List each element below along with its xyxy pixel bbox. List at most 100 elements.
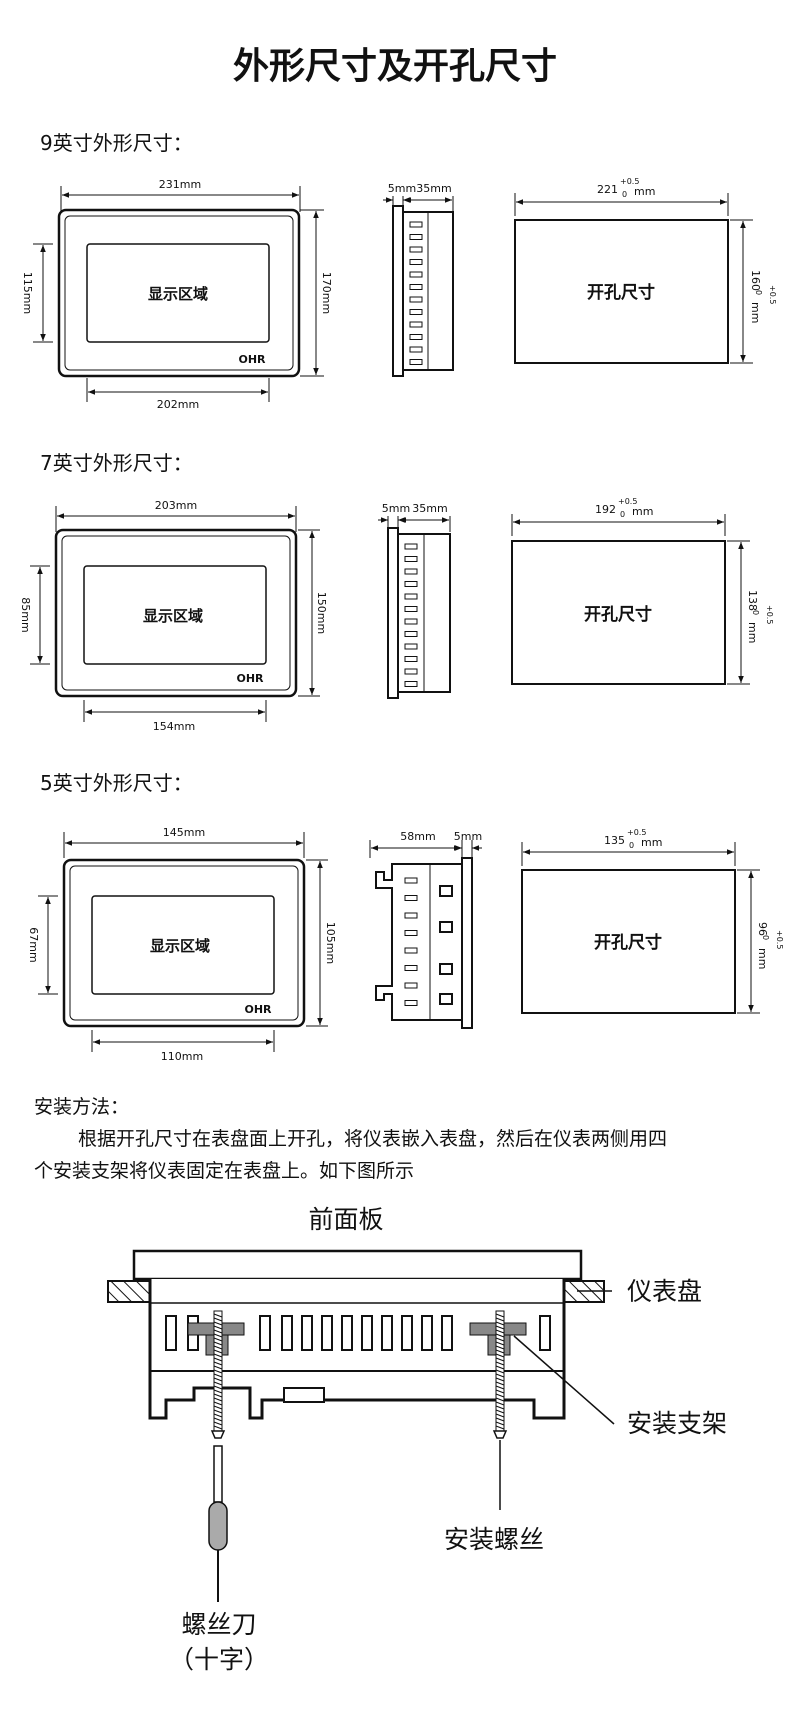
front-view: 203mm 显示区域 OHR 85mm 150mm 154mm bbox=[19, 499, 328, 733]
bracket-label: 安装支架 bbox=[627, 1409, 727, 1438]
vent-slot bbox=[404, 877, 418, 884]
vent-slot bbox=[409, 221, 423, 228]
section-heading: 9英寸外形尺寸： bbox=[40, 131, 193, 155]
ohr-logo: OHR bbox=[236, 672, 264, 685]
front-panel-label: 前面板 bbox=[308, 1205, 383, 1234]
screwdriver-label: 螺丝刀 bbox=[181, 1610, 256, 1639]
bezel-inner-edge bbox=[69, 865, 299, 1021]
outer-width-label: 145mm bbox=[163, 826, 205, 839]
section-5-inch: 5英寸外形尺寸： 145mm 显示区域 OHR 67mm 105mm 110mm bbox=[27, 771, 784, 1063]
screwdriver-type-label: （十字） bbox=[169, 1645, 269, 1674]
cutout-height-value: 96 bbox=[756, 922, 769, 936]
vent-slot bbox=[404, 568, 418, 575]
cutout-height-unit: mm bbox=[746, 622, 759, 643]
vent-slot bbox=[404, 581, 418, 587]
outer-height-label: 150mm bbox=[315, 592, 328, 634]
screen-width-label: 110mm bbox=[161, 1050, 203, 1063]
cutout-width-unit: mm bbox=[634, 185, 655, 198]
display-area-label: 显示区域 bbox=[143, 607, 203, 625]
vent-slot bbox=[401, 1315, 413, 1351]
side-depth-b-label: 35mm bbox=[416, 182, 451, 195]
vent-slot bbox=[409, 284, 423, 290]
cutout-view: 221 +0.5 0 mm 开孔尺寸 160 +0.5 0 mm bbox=[514, 177, 777, 364]
cutout-view: 135 +0.5 0 mm 开孔尺寸 96 +0.5 0 mm bbox=[521, 828, 784, 1014]
tolerance-zero: 0 bbox=[620, 510, 625, 519]
ohr-logo: OHR bbox=[244, 1003, 272, 1016]
tolerance-zero: 0 bbox=[754, 290, 763, 295]
vent-slot bbox=[409, 309, 423, 315]
vent-slot bbox=[409, 334, 423, 340]
device-bezel bbox=[54, 528, 298, 698]
terminal-screw bbox=[439, 921, 453, 933]
vent-slot bbox=[404, 965, 418, 971]
vent-slot bbox=[409, 359, 423, 365]
vent-slot bbox=[409, 246, 423, 253]
section-heading: 7英寸外形尺寸： bbox=[40, 451, 193, 475]
vent-slot bbox=[259, 1315, 271, 1351]
vent-slot bbox=[404, 606, 418, 612]
device-bezel bbox=[57, 208, 301, 378]
outer-width-label: 203mm bbox=[155, 499, 197, 512]
side-depth-a-label: 5mm bbox=[388, 182, 416, 195]
vent-slot bbox=[409, 259, 423, 265]
bracket-leader bbox=[513, 1335, 615, 1425]
vent-slot bbox=[409, 271, 423, 278]
vent-slot bbox=[421, 1315, 433, 1351]
side-depth-b-label: 5mm bbox=[454, 830, 482, 843]
cutout-width-unit: mm bbox=[641, 836, 662, 849]
install-heading: 安装方法： bbox=[34, 1096, 129, 1118]
screen-width-label: 202mm bbox=[157, 398, 199, 411]
vent-slot bbox=[361, 1315, 373, 1351]
side-view: 5mm 35mm bbox=[378, 502, 451, 699]
vent-slot bbox=[404, 912, 418, 919]
side-depth-a-label: 58mm bbox=[400, 830, 435, 843]
install-text-line-2: 个安装支架将仪表固定在表盘上。如下图所示 bbox=[34, 1160, 414, 1182]
vent-slot bbox=[441, 1315, 453, 1351]
vent-slots bbox=[404, 543, 418, 687]
cutout-label: 开孔尺寸 bbox=[594, 932, 662, 953]
terminal-blocks bbox=[439, 885, 453, 1005]
vent-slot bbox=[409, 346, 423, 353]
left-mounting-screw bbox=[210, 1310, 226, 1439]
side-depth-a-label: 5mm bbox=[382, 502, 410, 515]
side-housing bbox=[375, 863, 462, 1021]
vent-slot bbox=[341, 1315, 353, 1351]
outer-height-label: 105mm bbox=[324, 922, 337, 964]
vent-slot bbox=[404, 1000, 418, 1006]
screen-width-label: 154mm bbox=[153, 720, 195, 733]
vent-slot bbox=[165, 1315, 177, 1351]
cutout-width-value: 192 bbox=[595, 503, 616, 516]
install-text-line-1: 根据开孔尺寸在表盘面上开孔，将仪表嵌入表盘，然后在仪表两侧用四 bbox=[78, 1128, 667, 1150]
tolerance-zero: 0 bbox=[622, 190, 627, 199]
vent-slot bbox=[539, 1315, 551, 1351]
cutout-height-unit: mm bbox=[756, 948, 769, 969]
cutout-width-value: 135 bbox=[604, 834, 625, 847]
vent-slot bbox=[404, 947, 418, 954]
vent-slot bbox=[301, 1315, 313, 1351]
vent-slot bbox=[404, 656, 418, 662]
side-front-plate bbox=[392, 205, 404, 377]
side-front-plate bbox=[387, 527, 399, 699]
cutout-width-value: 221 bbox=[597, 183, 618, 196]
terminal-screw bbox=[439, 993, 453, 1005]
screen-height-label: 115mm bbox=[21, 272, 34, 314]
section-9-inch: 9英寸外形尺寸： 231mm 显示区域 OHR 115mm 170mm 202m… bbox=[21, 131, 777, 411]
tolerance-plus: +0.5 bbox=[765, 605, 774, 624]
terminal-screw bbox=[439, 963, 453, 975]
vent-slot bbox=[404, 982, 418, 989]
connector-slot bbox=[283, 1387, 325, 1403]
cutout-label: 开孔尺寸 bbox=[587, 282, 655, 303]
vent-slots bbox=[409, 221, 423, 365]
cutout-rect bbox=[521, 869, 736, 1014]
tolerance-zero: 0 bbox=[751, 610, 760, 615]
vent-slot bbox=[404, 543, 418, 550]
side-depth-b-label: 35mm bbox=[412, 502, 447, 515]
cutout-height-value: 160 bbox=[749, 270, 762, 291]
cutout-rect bbox=[511, 540, 726, 685]
vent-slot bbox=[409, 321, 423, 328]
meter-panel-label: 仪表盘 bbox=[627, 1277, 702, 1306]
vent-slot bbox=[409, 296, 423, 303]
display-area-label: 显示区域 bbox=[148, 285, 208, 303]
vent-slot bbox=[404, 895, 418, 901]
